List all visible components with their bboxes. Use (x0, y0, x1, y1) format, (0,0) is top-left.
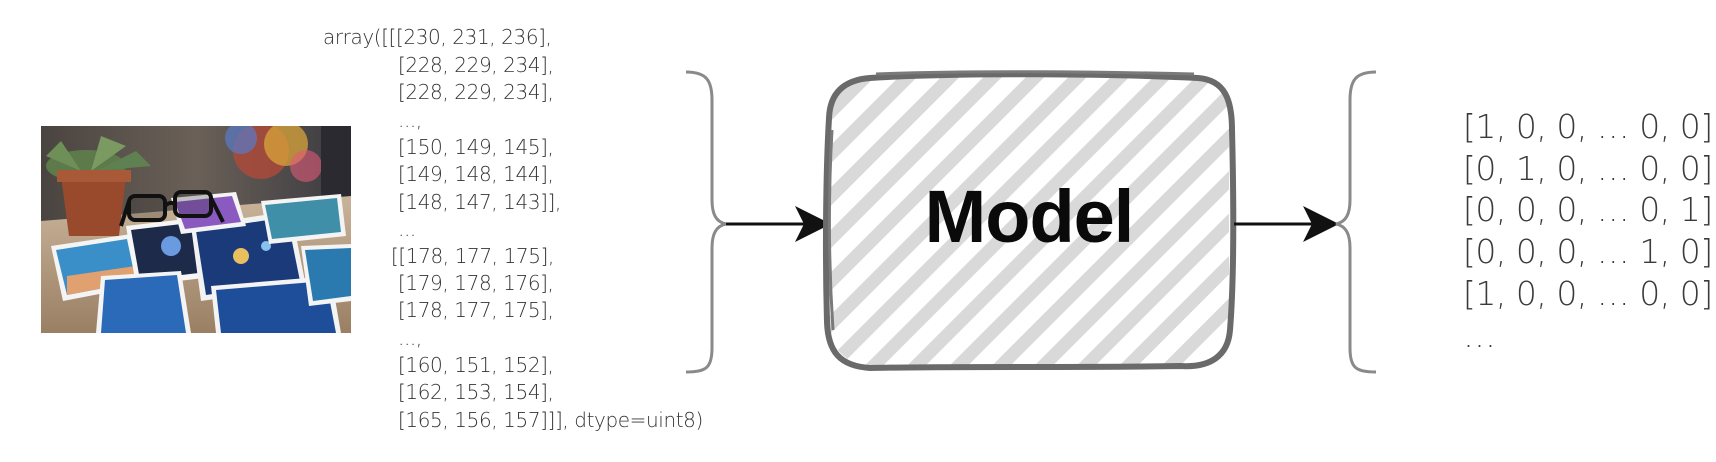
output-line: [1, 0, 0, … 0, 0] (1463, 273, 1713, 313)
array-line: [228, 229, 234], (398, 80, 554, 104)
array-line: ..., (398, 326, 422, 350)
model-box (822, 70, 1237, 371)
output-line: … (1463, 315, 1496, 355)
output-line: [0, 0, 0, … 0, 1] (1463, 190, 1713, 230)
output-line: [1, 0, 0, … 0, 0] (1463, 107, 1713, 146)
array-line: [150, 149, 145], (398, 135, 554, 159)
output-vectors: [1, 0, 0, … 0, 0] [0, 1, 0, … 0, 0] [0, … (1463, 106, 1713, 356)
array-line: [149, 148, 144], (398, 162, 554, 186)
array-line: array([[[230, 231, 236], (323, 25, 552, 49)
right-brace (1335, 70, 1377, 374)
array-line: [160, 151, 152], (398, 353, 554, 377)
array-line: [228, 229, 234], (398, 53, 554, 77)
model-label: Model (924, 175, 1135, 258)
output-line: [0, 1, 0, … 0, 0] (1463, 148, 1713, 188)
photo-illustration (41, 126, 351, 333)
left-brace (685, 70, 727, 374)
array-line: ... (398, 217, 416, 241)
output-line: [0, 0, 0, … 1, 0] (1463, 232, 1713, 272)
array-line: [[178, 177, 175], (391, 244, 554, 268)
array-line: [165, 156, 157]]], dtype=uint8) (398, 408, 703, 432)
array-line: ..., (398, 108, 422, 132)
array-line: [178, 177, 175], (398, 298, 554, 322)
array-line: [148, 147, 143]], (398, 190, 561, 214)
array-line: [179, 178, 176], (398, 271, 554, 295)
input-photo (41, 126, 351, 333)
array-line: [162, 153, 154], (398, 380, 554, 404)
